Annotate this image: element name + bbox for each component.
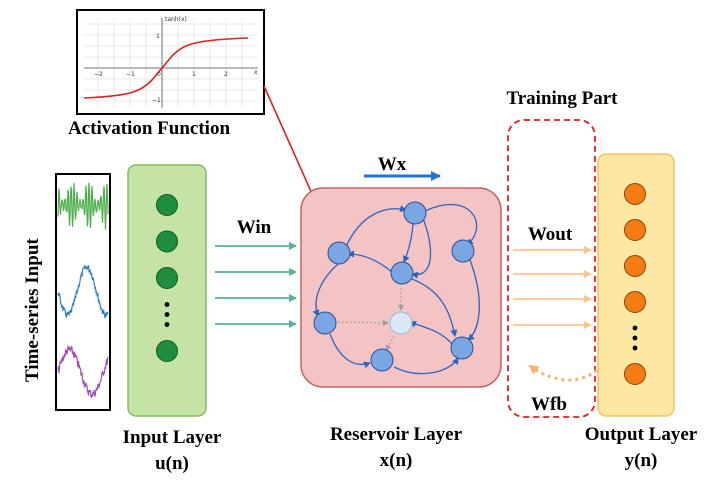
reservoir-node — [450, 336, 474, 360]
reservoir-edge — [467, 259, 480, 341]
reservoir-node — [403, 201, 427, 225]
reservoir-edge — [402, 223, 414, 263]
reservoir-edge — [345, 205, 407, 248]
output-node — [624, 219, 646, 241]
win-label: Win — [237, 217, 272, 238]
reservoir-layer-variable: x(n) — [380, 450, 413, 471]
time-series-signals — [55, 173, 111, 411]
reservoir-edge — [411, 278, 458, 337]
output-node — [624, 183, 646, 205]
blue-signal — [57, 265, 109, 319]
output-node — [624, 291, 646, 313]
dashed-edge — [337, 319, 389, 326]
reservoir-edge — [409, 320, 453, 345]
feedback-arrow — [528, 364, 598, 382]
activation-y-tick: 1 — [156, 33, 160, 40]
ellipsis-dot — [632, 335, 638, 341]
activation-x-tick: 1 — [192, 71, 196, 78]
reservoir-edge — [424, 204, 478, 246]
activation-plot-frame — [76, 9, 265, 115]
input-node — [156, 267, 178, 289]
wfb-label: Wfb — [531, 394, 567, 415]
output-weight-arrows — [513, 246, 592, 329]
activation-y-tick: −1 — [152, 97, 161, 104]
wout-label: Wout — [528, 224, 573, 245]
ellipsis-dot — [164, 322, 170, 327]
input-weight-arrows — [215, 242, 297, 328]
activation-plot: tanh(x) −2 −1 0 1 2 x 1 −1 — [76, 9, 265, 115]
ellipsis-dot — [164, 312, 170, 317]
output-node — [624, 255, 646, 277]
input-node — [156, 340, 178, 362]
activation-plot-grid — [84, 18, 258, 108]
reservoir-nodes — [313, 201, 475, 372]
reservoir-node — [327, 241, 351, 265]
reservoir-dashed-connections — [337, 288, 404, 351]
output-nodes — [624, 183, 646, 385]
training-part-box — [507, 119, 596, 418]
output-node — [624, 363, 646, 385]
output-layer-variable: y(n) — [625, 450, 658, 471]
output-layer-label: Output Layer — [585, 424, 698, 445]
activation-x-axis-label: x — [254, 69, 258, 76]
input-nodes — [156, 194, 178, 362]
ellipsis-dot — [632, 345, 638, 351]
reservoir-layer-label: Reservoir Layer — [330, 424, 463, 445]
reservoir-node — [370, 348, 394, 372]
reservoir-edge — [329, 333, 371, 369]
wx-label: Wx — [378, 154, 407, 175]
purple-signal — [57, 345, 109, 399]
reservoir-node — [451, 239, 475, 263]
green-signal — [57, 182, 109, 230]
ellipsis-dot — [632, 325, 638, 331]
ellipsis-dot — [164, 302, 170, 307]
output-layer-panel — [597, 153, 675, 417]
reservoir-edge — [393, 357, 459, 375]
reservoir-node-inactive — [389, 311, 413, 335]
activation-x-tick: −1 — [126, 71, 135, 78]
input-layer-variable: u(n) — [155, 453, 189, 474]
activation-x-tick: 0 — [157, 71, 161, 78]
reservoir-node — [390, 261, 414, 285]
activation-plot-title: tanh(x) — [165, 16, 187, 23]
activation-x-tick: −2 — [94, 71, 103, 78]
reservoir-edge — [312, 263, 339, 317]
reservoir-panel — [300, 187, 502, 388]
dashed-edge — [385, 335, 395, 351]
time-series-input-label: Time-series Input — [22, 238, 43, 382]
activation-function-label: Activation Function — [68, 118, 230, 139]
reservoir-connections — [312, 204, 480, 375]
time-series-frame — [55, 173, 111, 411]
input-layer-panel — [127, 164, 207, 417]
reservoir-edge — [347, 250, 393, 273]
tanh-curve — [83, 37, 249, 99]
input-node — [156, 230, 178, 253]
training-part-label: Training Part — [506, 88, 618, 109]
activation-x-tick: 2 — [224, 71, 228, 78]
reservoir-node — [313, 311, 337, 335]
input-layer-label: Input Layer — [123, 427, 222, 448]
input-node — [156, 194, 178, 216]
